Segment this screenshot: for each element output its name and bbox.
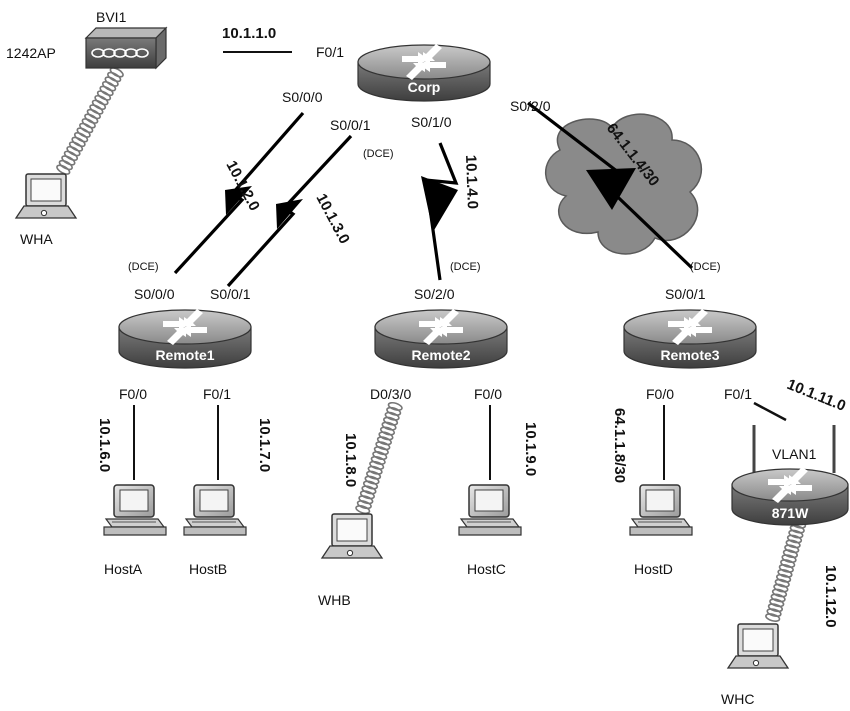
router-remote1-label: Remote1	[155, 347, 214, 363]
corp-dce-label: (DCE)	[363, 148, 394, 160]
wireless-link-ap-wha	[56, 67, 124, 175]
wha-label: WHA	[20, 231, 53, 247]
hostc-label: HostC	[467, 561, 506, 577]
hostb-label: HostB	[189, 561, 227, 577]
router-remote3[interactable]: Remote3	[623, 309, 757, 369]
corp-s001-label: S0/0/1	[330, 117, 371, 133]
corp-f01-label: F0/1	[316, 44, 344, 60]
serial-bolt-3	[421, 176, 458, 232]
lan-link-r3-871w	[753, 401, 787, 422]
r871w-interface-label: VLAN1	[772, 446, 817, 462]
network-label-r3-871w: 10.1.11.0	[785, 376, 849, 415]
r2-d030-label: D0/3/0	[370, 386, 411, 402]
router-corp-label: Corp	[408, 79, 441, 95]
r2-dce-label: (DCE)	[450, 261, 481, 273]
pc-hosta[interactable]	[103, 484, 167, 536]
pc-hostb[interactable]	[183, 484, 247, 536]
network-label-r1-hosta: 10.1.6.0	[96, 418, 113, 472]
r2-f00-label: F0/0	[474, 386, 502, 402]
serial-bolt-2	[276, 199, 303, 229]
serial-bolt-4	[586, 168, 636, 210]
network-label-corp-r1-b: 10.1.3.0	[312, 191, 352, 247]
network-label-r3-hostd: 64.1.1.8/30	[611, 408, 628, 483]
links	[133, 51, 787, 480]
laptop-whb[interactable]	[321, 513, 383, 559]
ap-name-label: 1242AP	[6, 45, 56, 61]
r1-s001-label: S0/0/1	[210, 286, 251, 302]
r1-dce-label: (DCE)	[128, 261, 159, 273]
router-remote1[interactable]: Remote1	[118, 309, 252, 369]
whc-label: WHC	[721, 691, 754, 707]
r3-f01-label: F0/1	[724, 386, 752, 402]
corp-s010-label: S0/1/0	[411, 114, 452, 130]
router-871w[interactable]: 871W	[731, 425, 849, 526]
r3-f00-label: F0/0	[646, 386, 674, 402]
router-remote2[interactable]: Remote2	[374, 309, 508, 369]
r1-s000-label: S0/0/0	[134, 286, 175, 302]
network-label-r2-hostc: 10.1.9.0	[522, 422, 539, 476]
laptop-whc[interactable]	[727, 623, 789, 669]
network-label-ap-corp: 10.1.1.0	[222, 25, 276, 42]
network-label-r2-whb: 10.1.8.0	[342, 433, 359, 487]
whb-label: WHB	[318, 592, 351, 608]
network-label-871w-whc: 10.1.12.0	[822, 565, 839, 628]
router-871w-label: 871W	[772, 505, 809, 521]
network-label-corp-r2: 10.1.4.0	[462, 155, 481, 210]
r1-f00-label: F0/0	[119, 386, 147, 402]
corp-s000-label: S0/0/0	[282, 89, 323, 105]
network-label-r1-hostb: 10.1.7.0	[256, 418, 273, 472]
r1-f01-label: F0/1	[203, 386, 231, 402]
router-corp[interactable]: Corp	[357, 44, 491, 102]
wireless-link-r2-whb	[355, 401, 403, 515]
pc-hostd[interactable]	[629, 484, 693, 536]
serial-bolt-1	[225, 186, 252, 215]
corp-s020-label: S0/2/0	[510, 98, 551, 114]
router-remote3-label: Remote3	[660, 347, 719, 363]
hosta-label: HostA	[104, 561, 143, 577]
pc-hostc[interactable]	[458, 484, 522, 536]
hostd-label: HostD	[634, 561, 673, 577]
r3-dce-label: (DCE)	[690, 261, 721, 273]
access-point-1242ap[interactable]	[84, 26, 168, 70]
router-remote2-label: Remote2	[411, 347, 470, 363]
laptop-wha[interactable]	[15, 173, 77, 219]
r2-s020-label: S0/2/0	[414, 286, 455, 302]
wireless-links	[56, 67, 809, 622]
r3-s001-label: S0/0/1	[665, 286, 706, 302]
ap-interface-label: BVI1	[96, 9, 127, 25]
wireless-link-871w-whc	[765, 510, 809, 622]
